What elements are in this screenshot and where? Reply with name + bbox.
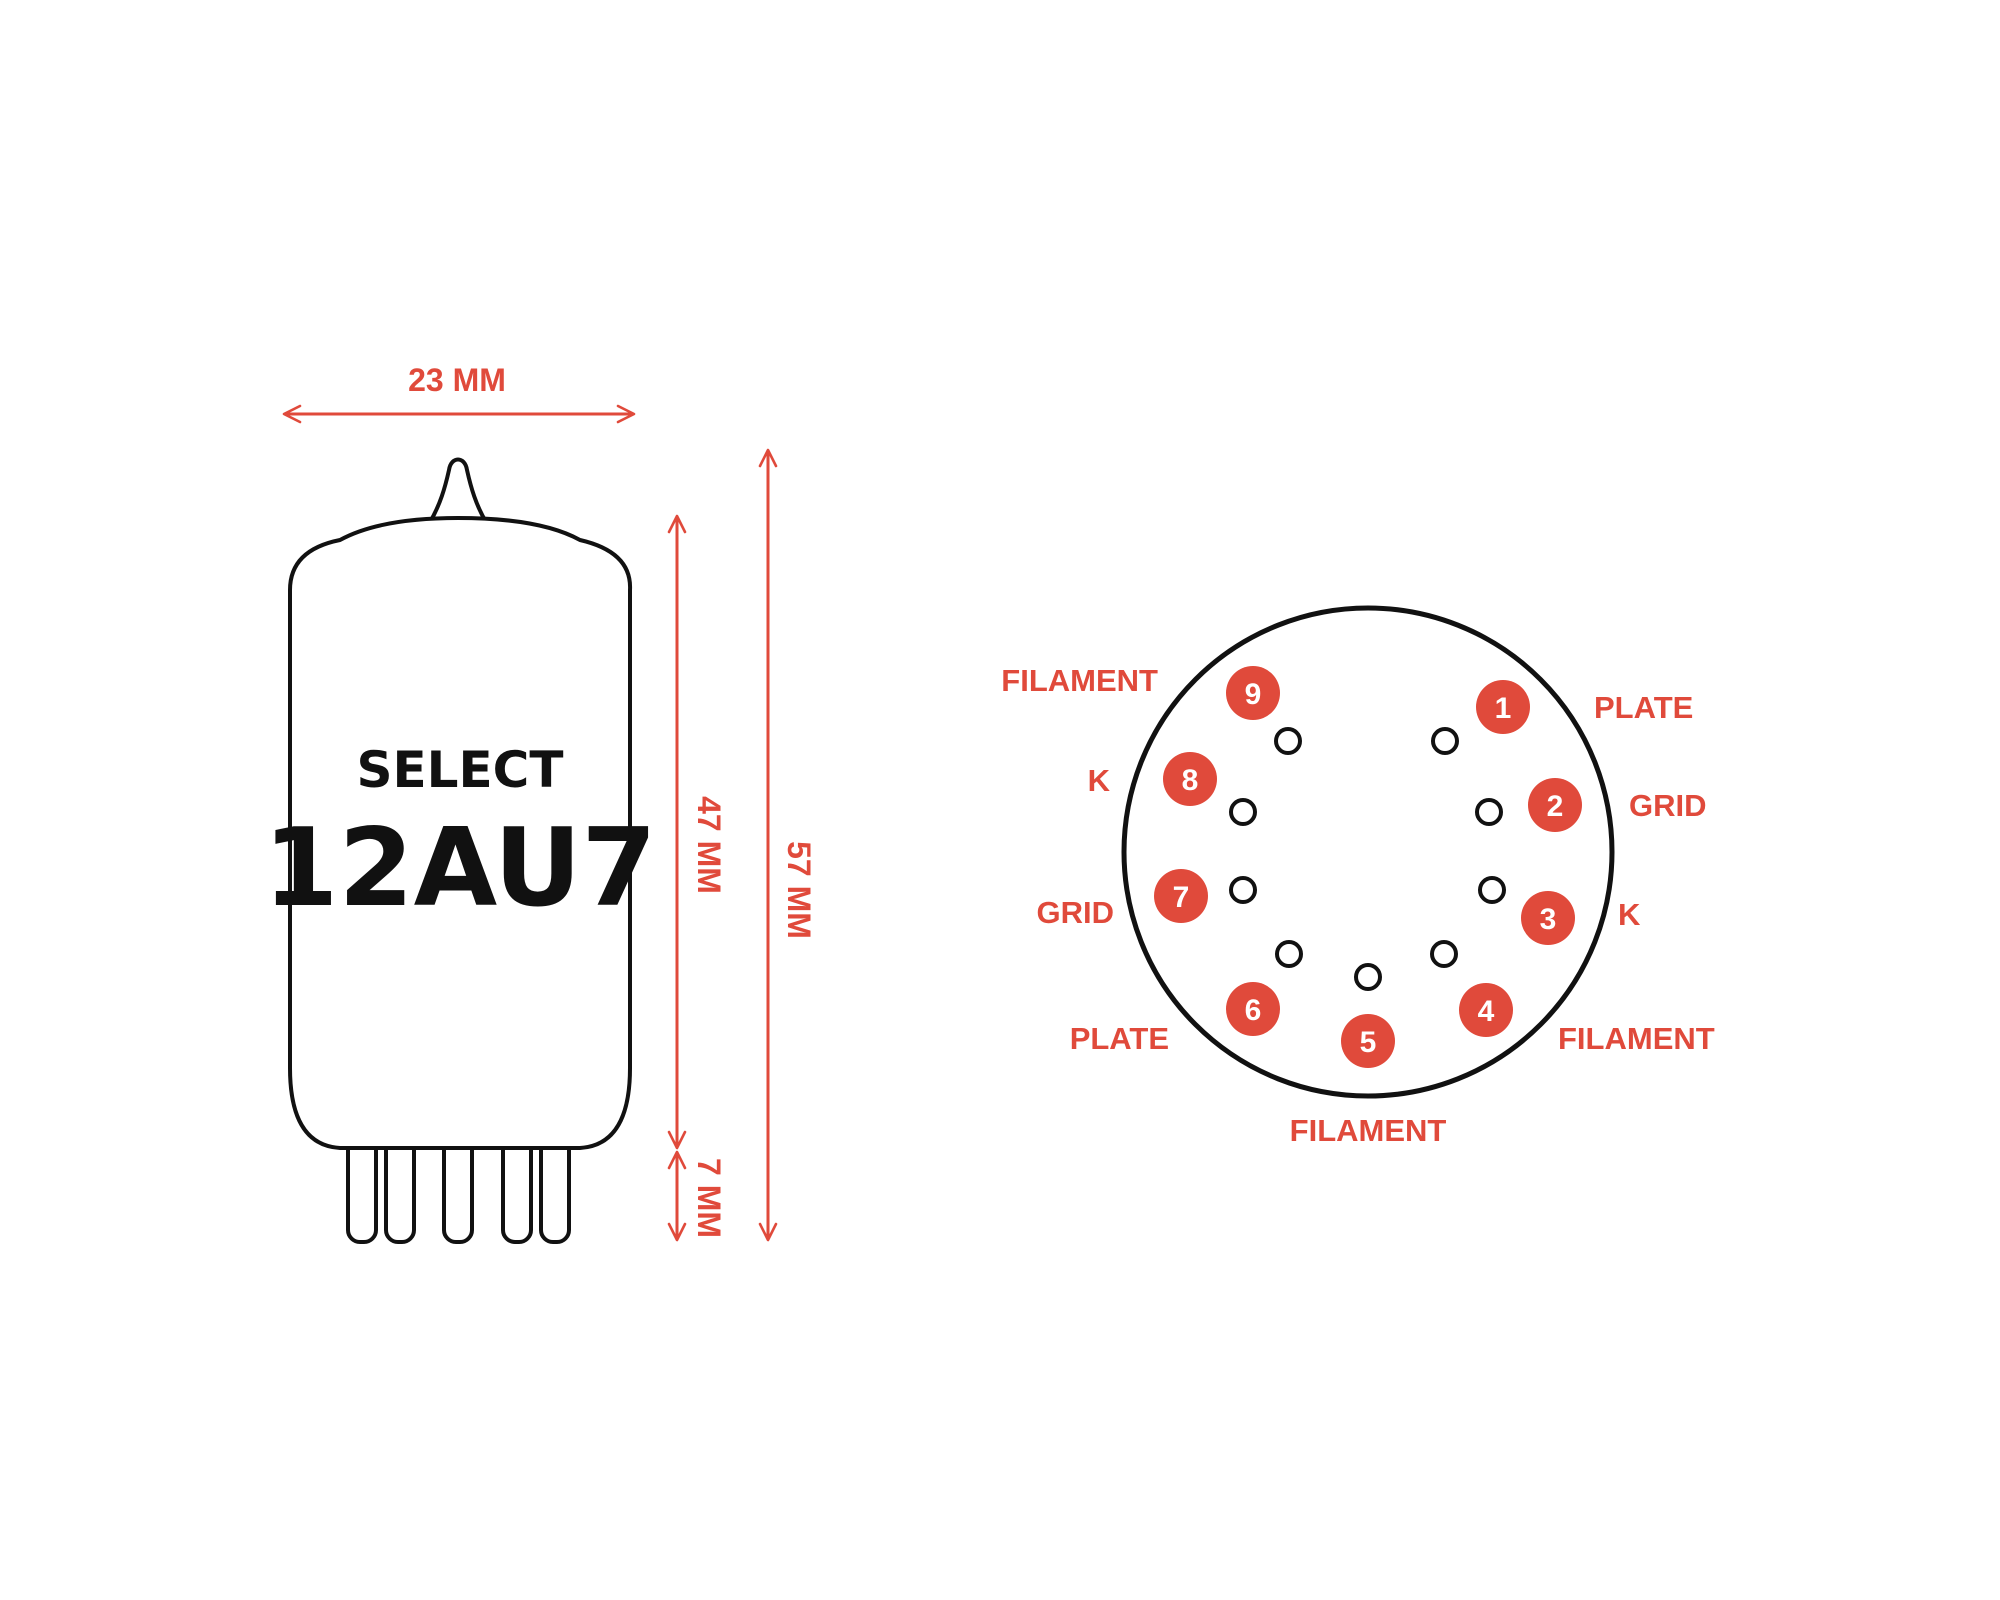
pin-number: 6 xyxy=(1245,994,1262,1027)
pin-number-badge xyxy=(1521,891,1575,945)
tube-tip xyxy=(428,457,488,524)
pin-number-badge xyxy=(1163,752,1217,806)
socket-hole xyxy=(1274,727,1302,755)
socket-hole xyxy=(1475,798,1503,826)
socket-holes xyxy=(1229,727,1506,991)
pin-number: 4 xyxy=(1478,995,1495,1028)
pin-number-badge xyxy=(1226,982,1280,1036)
tube-model: 12AU7 xyxy=(263,806,656,931)
total-height-dimension-label: 57 MM xyxy=(781,841,817,939)
pin-marker: 2 GRID xyxy=(1528,778,1707,832)
pin-number: 9 xyxy=(1245,678,1262,711)
pin-number: 7 xyxy=(1173,881,1190,914)
pin-number: 1 xyxy=(1495,692,1512,725)
pin-number-badge xyxy=(1341,1014,1395,1068)
tube-envelope xyxy=(288,516,633,1150)
socket-hole xyxy=(1430,940,1458,968)
tube-pins xyxy=(346,1128,571,1244)
socket-hole xyxy=(1229,876,1257,904)
socket-hole xyxy=(1478,876,1506,904)
pin-marker: 8K xyxy=(1088,752,1217,806)
pin-number: 5 xyxy=(1360,1026,1377,1059)
pin-number: 2 xyxy=(1547,790,1564,823)
dimension-lines xyxy=(282,404,778,1242)
socket-hole xyxy=(1354,963,1382,991)
pin-function-label: PLATE xyxy=(1594,690,1693,725)
pin-function-label: GRID xyxy=(1037,895,1115,930)
pin-function-label: FILAMENT xyxy=(1001,663,1158,698)
pin-function-label: K xyxy=(1618,897,1641,932)
pin-number-badge xyxy=(1476,680,1530,734)
width-dimension-label: 23 MM xyxy=(408,362,506,398)
pin-number: 3 xyxy=(1540,903,1557,936)
pin-number-badge xyxy=(1226,666,1280,720)
pin-number-badge xyxy=(1459,983,1513,1037)
pin-function-label: PLATE xyxy=(1070,1021,1169,1056)
pin-function-label: FILAMENT xyxy=(1290,1113,1447,1148)
pin-length-dimension-label: 7 MM xyxy=(691,1158,727,1238)
pin-number: 8 xyxy=(1182,764,1199,797)
socket-hole xyxy=(1229,798,1257,826)
pin-function-label: FILAMENT xyxy=(1558,1021,1715,1056)
pin-number-badge xyxy=(1528,778,1582,832)
body-height-dimension-label: 47 MM xyxy=(691,796,727,894)
pin-function-label: K xyxy=(1088,763,1111,798)
socket-hole xyxy=(1275,940,1303,968)
tube-brand: SELECT xyxy=(357,741,564,799)
pin-marker: 7 GRID xyxy=(1037,869,1208,930)
socket-hole xyxy=(1431,727,1459,755)
pin-number-badge xyxy=(1154,869,1208,923)
pin-marker: 9 FILAMENT xyxy=(1001,663,1280,720)
tube-side-view: SELECT 12AU7 xyxy=(263,457,657,1244)
pin-function-label: GRID xyxy=(1629,788,1707,823)
pin-marker: 1 PLATE xyxy=(1476,680,1693,734)
